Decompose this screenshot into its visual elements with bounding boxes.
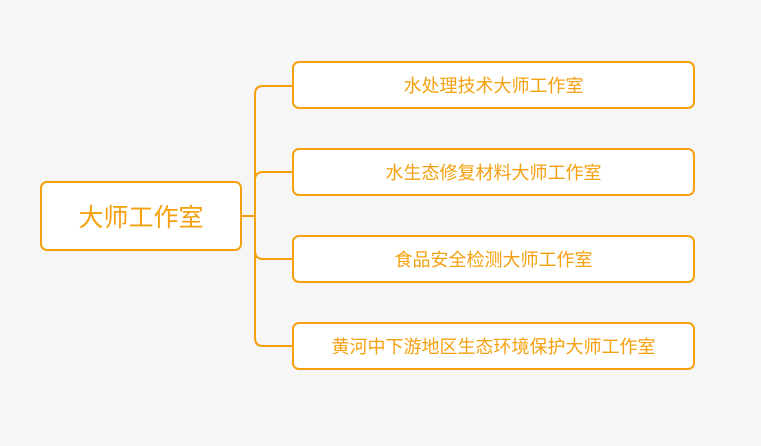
root-node[interactable]: 大师工作室 (40, 181, 242, 251)
child-node-food-safety[interactable]: 食品安全检测大师工作室 (292, 235, 695, 283)
child-node-yellow-river-ecology[interactable]: 黄河中下游地区生态环境保护大师工作室 (292, 322, 695, 370)
child-node-label: 水处理技术大师工作室 (403, 76, 584, 97)
child-node-water-treatment[interactable]: 水处理技术大师工作室 (292, 61, 695, 109)
root-node-label: 大师工作室 (78, 203, 204, 232)
child-node-label: 食品安全检测大师工作室 (394, 250, 593, 271)
connector-child-3 (254, 216, 292, 347)
child-node-label: 水生态修复材料大师工作室 (385, 163, 602, 184)
connector-child-0 (254, 85, 292, 216)
child-node-water-ecology-materials[interactable]: 水生态修复材料大师工作室 (292, 148, 695, 196)
connector-child-2 (254, 216, 292, 260)
child-node-label: 黄河中下游地区生态环境保护大师工作室 (331, 337, 656, 358)
connector-child-1 (254, 171, 292, 216)
